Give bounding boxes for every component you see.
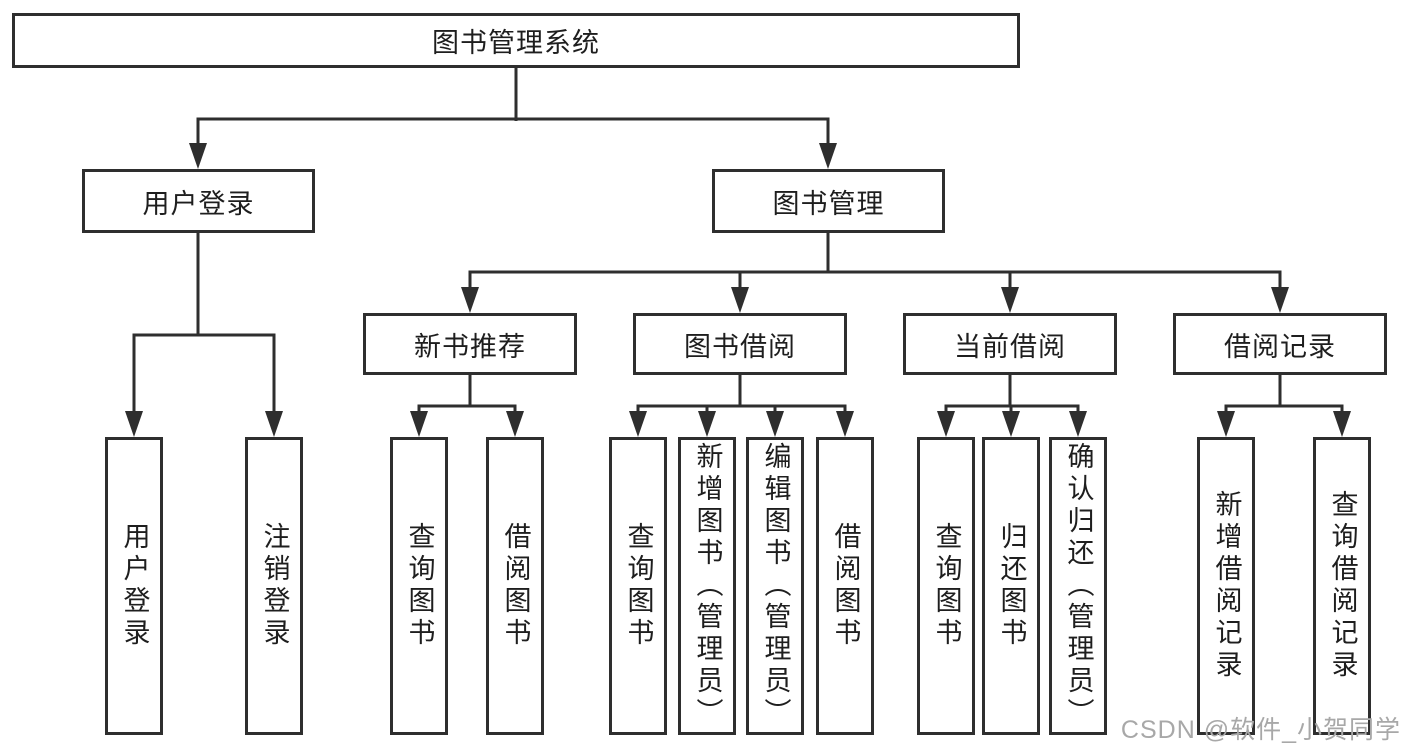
node-current-borrow: 当前借阅 bbox=[903, 313, 1117, 375]
leaf-edit-book-admin: 编辑图书（管理员） bbox=[746, 437, 804, 735]
leaf-borrow-books-2: 借阅图书 bbox=[816, 437, 874, 735]
leaf-query-books-borrow: 查询图书 bbox=[609, 437, 667, 735]
node-new-book-recommend: 新书推荐 bbox=[363, 313, 577, 375]
watermark: CSDN @软件_小贺同学 bbox=[1120, 716, 1401, 744]
leaf-borrow-books-recommend: 借阅图书 bbox=[486, 437, 544, 735]
leaf-logout: 注销登录 bbox=[245, 437, 303, 735]
leaf-query-books-recommend: 查询图书 bbox=[390, 437, 448, 735]
node-book-management: 图书管理 bbox=[712, 169, 945, 233]
leaf-user-login: 用户登录 bbox=[105, 437, 163, 735]
leaf-add-borrow-record: 新增借阅记录 bbox=[1197, 437, 1255, 735]
leaf-add-book-admin: 新增图书（管理员） bbox=[678, 437, 736, 735]
leaf-query-borrow-record: 查询借阅记录 bbox=[1313, 437, 1371, 735]
node-user-login: 用户登录 bbox=[82, 169, 315, 233]
node-book-borrow: 图书借阅 bbox=[633, 313, 847, 375]
node-borrow-records: 借阅记录 bbox=[1173, 313, 1387, 375]
leaf-confirm-return-admin: 确认归还（管理员） bbox=[1049, 437, 1107, 735]
leaf-return-books: 归还图书 bbox=[982, 437, 1040, 735]
node-root: 图书管理系统 bbox=[12, 13, 1020, 68]
leaf-query-books-current: 查询图书 bbox=[917, 437, 975, 735]
